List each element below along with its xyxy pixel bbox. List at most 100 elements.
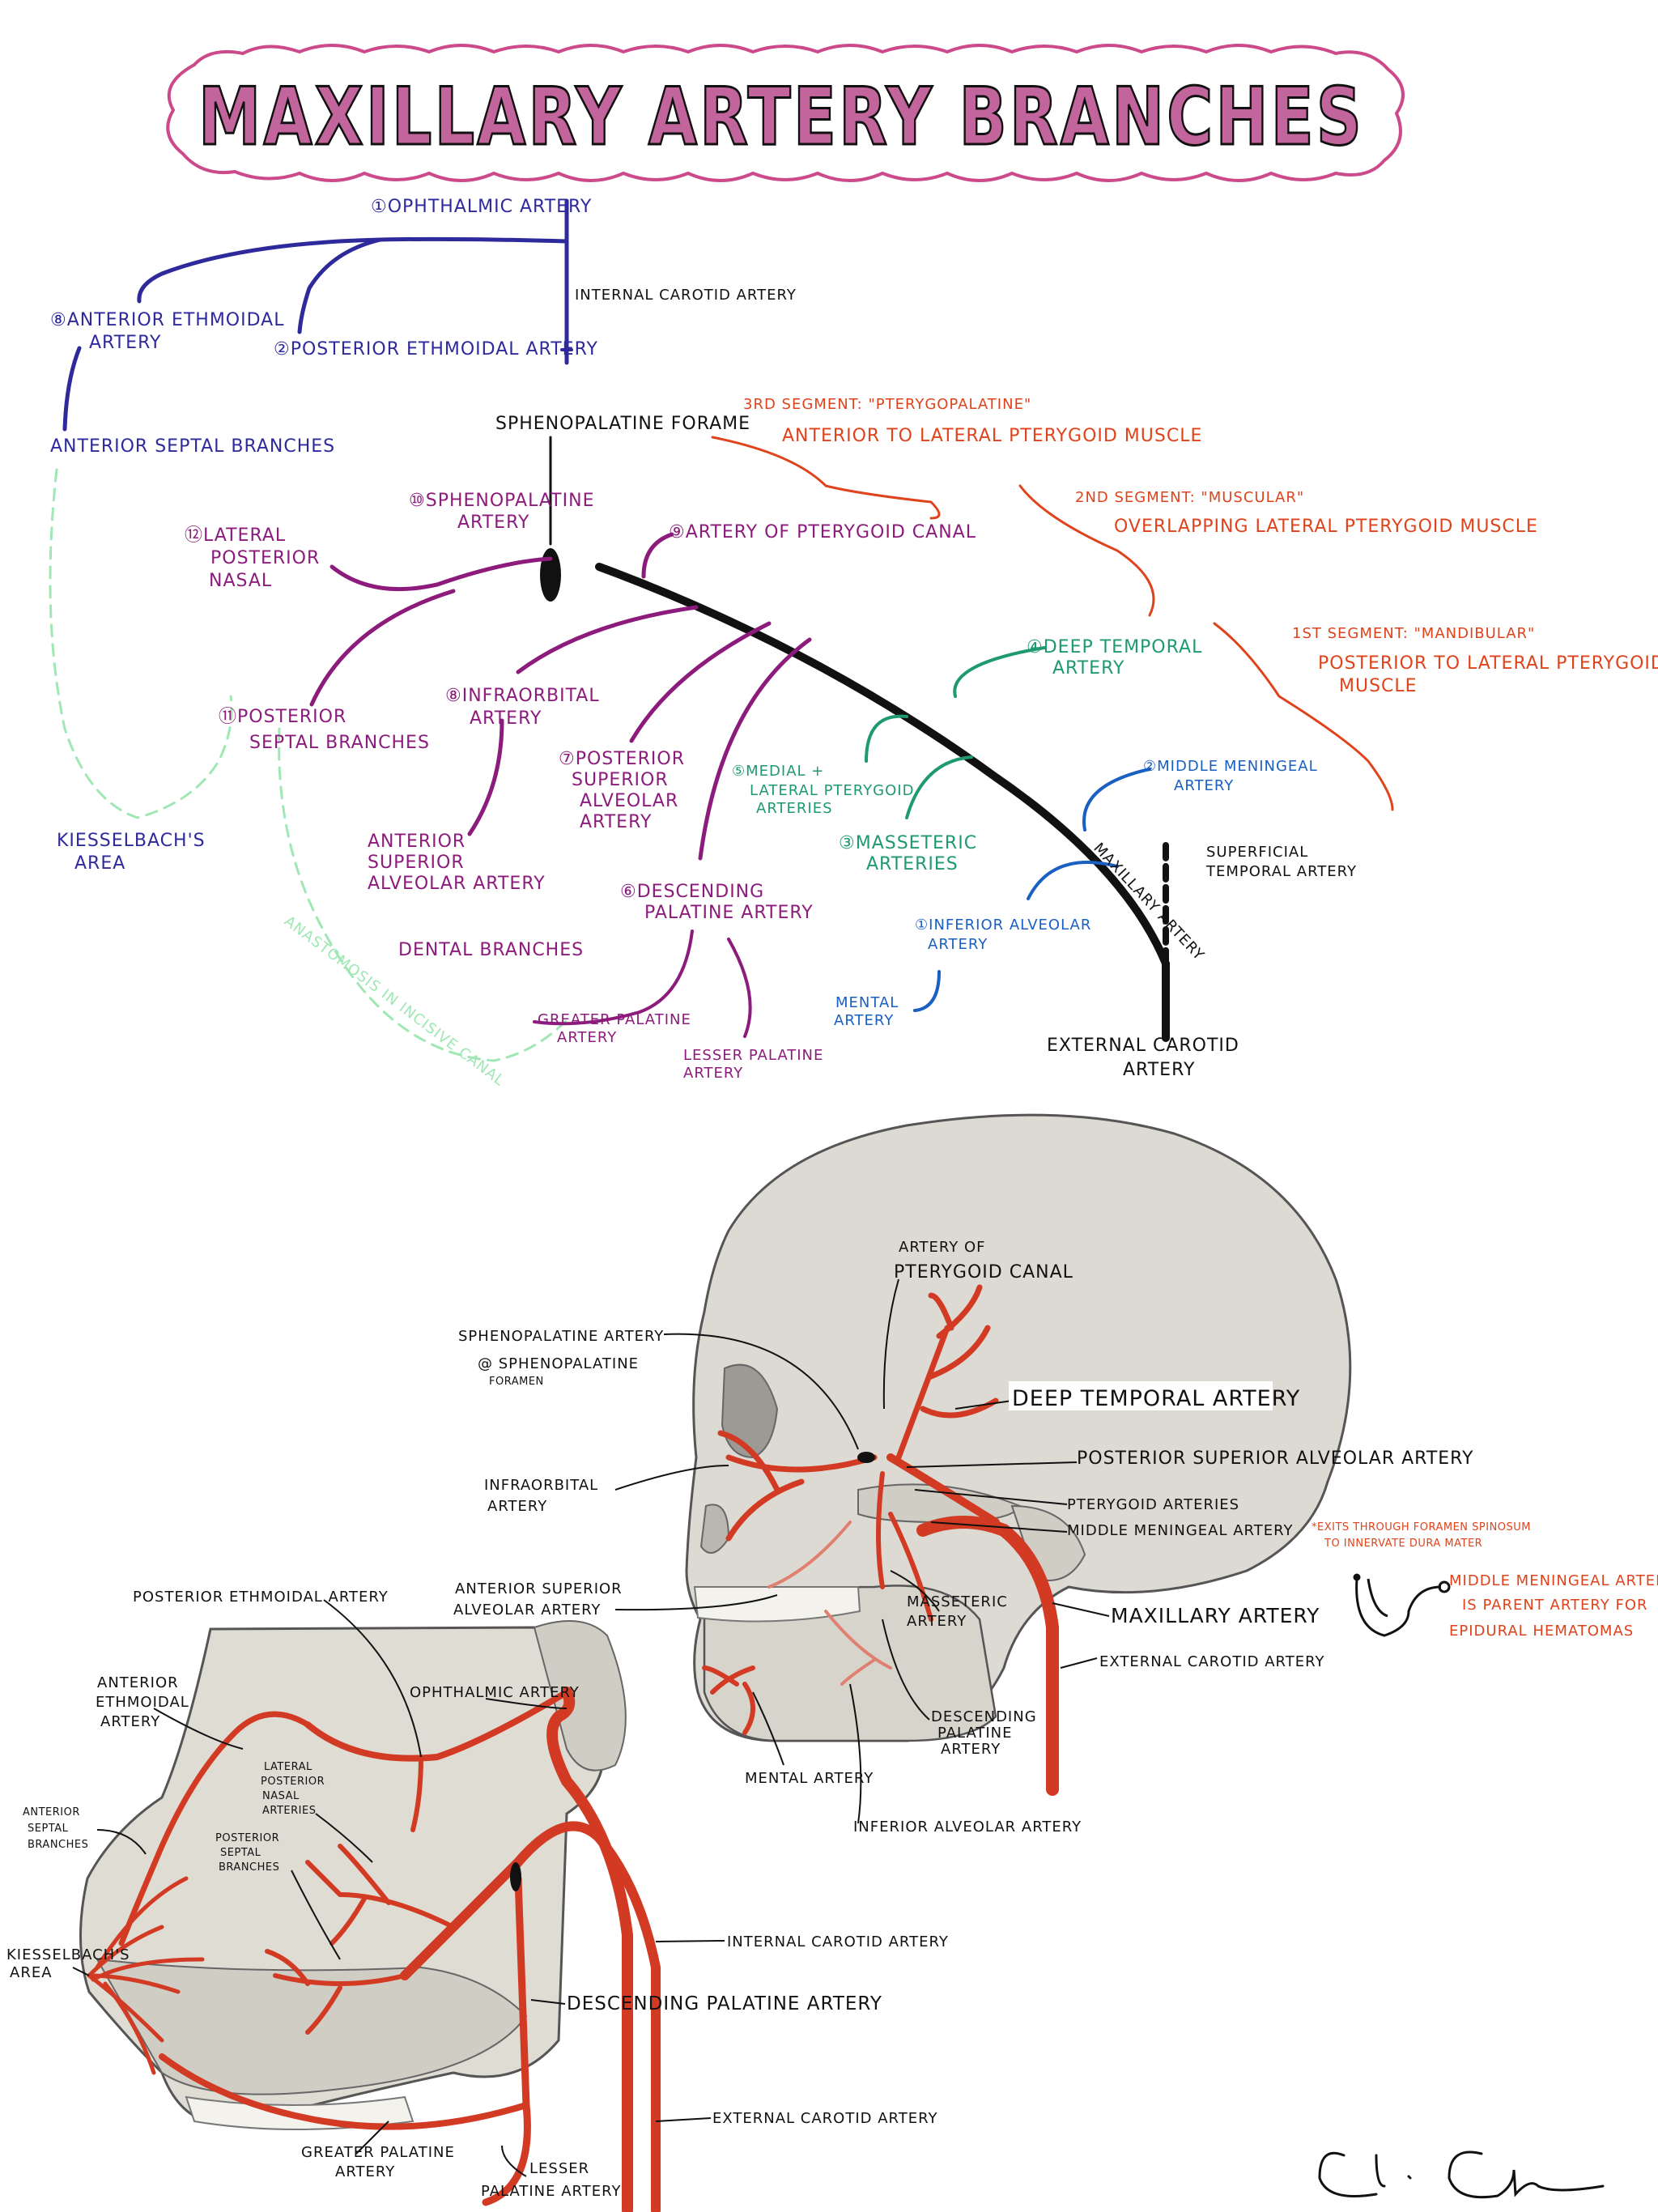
nasal-greater-palatine: [159, 2053, 529, 2130]
label-ophthalmic: ①OPHTHALMIC ARTERY: [371, 197, 592, 217]
label-seg1-1: 1ST SEGMENT: "MANDIBULAR": [1292, 625, 1535, 642]
label-infraorbital-1: ⑧INFRAORBITAL: [445, 686, 600, 706]
skull-label-sphenopalatine-3: FORAMEN: [489, 1376, 544, 1388]
stethoscope-icon: [1353, 1573, 1451, 1637]
leader-deep-temporal: [954, 1400, 1013, 1410]
nasal-label-lat-post-nasal-3: NASAL: [262, 1790, 300, 1802]
pterygoid-canal-branch: [641, 532, 674, 579]
midblue-labels: ②MIDDLE MENINGEAL ARTERY ①INFERIOR ALVEO…: [834, 758, 1317, 1029]
nasal-arteries: [87, 1687, 661, 2212]
nasal-leader-lateral-posterior: [315, 1813, 373, 1863]
skull-mental: [702, 1665, 755, 1735]
label-dental: DENTAL BRANCHES: [398, 940, 584, 960]
label-masseteric-1: ③MASSETERIC: [839, 833, 977, 853]
purple-labels: ⑩SPHENOPALATINE ARTERY ⑫LATERAL POSTERIO…: [185, 491, 976, 1082]
label-asa-1: ANTERIOR: [368, 832, 466, 852]
label-lesser-pal-2: ARTERY: [683, 1065, 743, 1082]
nasal-label-lat-post-nasal-4: ARTERIES: [262, 1805, 316, 1817]
nasal-anterior-ethmoidal: [118, 1711, 311, 1946]
nasal-label-anterior-septal-3: BRANCHES: [28, 1839, 88, 1851]
skull-maxillary: [886, 1453, 1000, 1526]
nasal-label-post-septal-1: POSTERIOR: [215, 1832, 279, 1844]
leader-asa: [614, 1594, 778, 1611]
leader-middle-meningeal: [930, 1521, 1068, 1533]
ophthalmic-line: [137, 236, 569, 304]
skull-label-descending-1: DESCENDING: [931, 1708, 1037, 1725]
artist-signature: [1318, 2150, 1605, 2199]
label-superficial-temporal-2: TEMPORAL ARTERY: [1205, 863, 1357, 880]
label-sphenopalatine-1: ⑩SPHENOPALATINE: [409, 491, 594, 511]
note-foramen-spinosum-2: TO INNERVATE DURA MATER: [1324, 1538, 1482, 1550]
greater-palatine-branch: [533, 929, 694, 1026]
skull-label-external-carotid: EXTERNAL CAROTID ARTERY: [1099, 1653, 1324, 1670]
seg1-pointer: [1213, 622, 1394, 811]
label-pterygoid-canal: ⑨ARTERY OF PTERYGOID CANAL: [669, 522, 976, 542]
label-psa-4: ARTERY: [580, 812, 652, 832]
label-lat-post-nasal-1: ⑫LATERAL: [185, 525, 286, 546]
nasal-leader-posterior-ethmoidal: [323, 1599, 422, 1758]
nasal-kiesselbach-plexus: [87, 1876, 205, 2075]
leader-descending: [882, 1619, 930, 1721]
label-masseteric-2: ARTERIES: [866, 854, 959, 874]
asa-branch: [467, 718, 504, 836]
label-seg1-3: MUSCLE: [1339, 676, 1418, 696]
descending-palatine-branch: [698, 637, 812, 861]
psa-branch: [629, 621, 772, 743]
nasal-leader-descending-palatine: [530, 1999, 566, 2005]
label-mental-1: MENTAL: [835, 994, 899, 1011]
nasal-labels: POSTERIOR ETHMOIDAL ARTERY ANTERIOR ETHM…: [6, 1589, 949, 2200]
skull-sphenopalatine-foramen: [857, 1452, 875, 1463]
nasal-label-descending-palatine: DESCENDING PALATINE ARTERY: [567, 1993, 882, 2014]
nasal-label-kiesselbach-1: KIESSELBACH'S: [6, 1946, 130, 1963]
skull-mastoid: [1010, 1504, 1086, 1581]
skull-label-descending-2: PALATINE: [937, 1725, 1013, 1742]
label-seg3-1: 3RD SEGMENT: "PTERYGOPALATINE": [743, 396, 1031, 413]
label-post-septal-1: ⑪POSTERIOR: [219, 707, 346, 727]
title-cloud-outline: [166, 44, 1405, 182]
skull-illustration: [685, 1113, 1352, 1796]
inferior-alveolar-branch: [1027, 861, 1119, 900]
nasal-label-lat-post-nasal-2: POSTERIOR: [261, 1776, 325, 1788]
skull-label-asa-1: ANTERIOR SUPERIOR: [455, 1580, 623, 1597]
label-lesser-pal-1: LESSER PALATINE: [683, 1047, 823, 1064]
label-greater-pal-2: ARTERY: [557, 1029, 617, 1046]
label-inf-alv-2: ARTERY: [928, 936, 988, 953]
leader-infraorbital: [614, 1465, 729, 1491]
skull-label-masseteric-1: MASSETERIC: [907, 1593, 1008, 1610]
label-middle-meningeal-2: ARTERY: [1174, 777, 1234, 794]
skull-label-deep-temporal: DEEP TEMPORAL ARTERY: [1012, 1386, 1300, 1411]
note-foramen-spinosum-1: *EXITS THROUGH FORAMEN SPINOSUM: [1312, 1521, 1531, 1534]
nasal-label-anterior-ethmoidal-2: ETHMOIDAL: [96, 1694, 189, 1711]
label-desc-pal-1: ⑥DESCENDING: [620, 882, 764, 902]
label-anterior-ethmoidal-2: ARTERY: [89, 333, 161, 353]
nasal-label-lesser-palatine-1: LESSER: [529, 2160, 589, 2177]
skull-deep-temporal: [895, 1284, 999, 1461]
nasal-leader-external-carotid: [655, 2117, 712, 2122]
label-seg2-1: 2ND SEGMENT: "MUSCULAR": [1075, 489, 1304, 506]
skull-label-descending-3: ARTERY: [941, 1741, 1001, 1758]
flow-diagram: [49, 198, 1394, 1062]
nasal-leader-ophthalmic: [485, 1698, 568, 1709]
nasal-label-internal-carotid: INTERNAL CAROTID ARTERY: [727, 1933, 949, 1950]
label-deep-temporal-1: ④DEEP TEMPORAL: [1027, 637, 1202, 657]
nasal-label-kiesselbach-2: AREA: [10, 1964, 53, 1981]
label-asa-3: ALVEOLAR ARTERY: [368, 874, 546, 894]
skull-label-infraorbital-1: INFRAORBITAL: [484, 1477, 598, 1494]
label-internal-carotid: INTERNAL CAROTID ARTERY: [575, 287, 797, 304]
nasal-label-post-septal-3: BRANCHES: [219, 1861, 279, 1874]
nasal-leader-greater-palatine: [355, 2121, 389, 2155]
nasal-label-post-septal-2: SEPTAL: [220, 1847, 261, 1859]
skull-label-pterygoid-arteries: PTERYGOID ARTERIES: [1067, 1496, 1239, 1513]
anterior-ethmoidal-descend: [62, 346, 82, 432]
note-clinical-3: EPIDURAL HEMATOMAS: [1449, 1623, 1634, 1640]
orange-labels: 3RD SEGMENT: "PTERYGOPALATINE" ANTERIOR …: [743, 396, 1658, 696]
skull-labels: ARTERY OF PTERYGOID CANAL SPHENOPALATINE…: [453, 1239, 1473, 1836]
medial-lateral-pterygoid-branch: [865, 714, 908, 763]
middle-meningeal-branch: [1082, 768, 1151, 832]
label-superficial-temporal-1: SUPERFICIAL: [1206, 844, 1308, 861]
nasal-label-ophthalmic: OPHTHALMIC ARTERY: [410, 1684, 580, 1701]
label-psa-2: SUPERIOR: [572, 770, 669, 790]
green-labels: ④DEEP TEMPORAL ARTERY ⑤MEDIAL + LATERAL …: [732, 637, 1202, 874]
leader-inferior-alveolar: [849, 1683, 862, 1824]
